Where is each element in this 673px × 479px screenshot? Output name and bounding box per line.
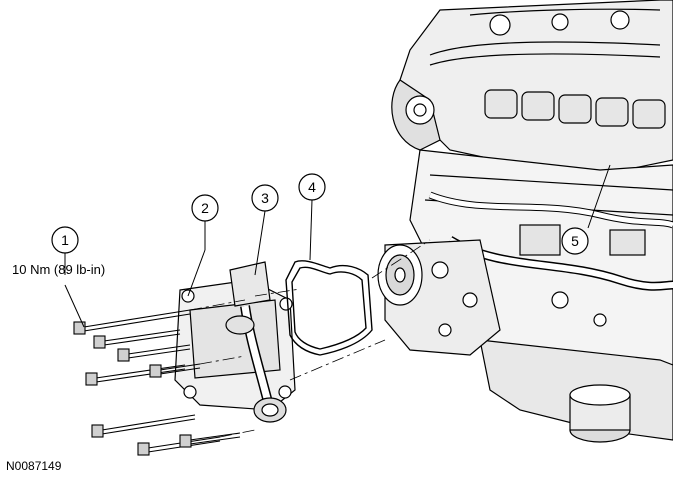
torque-spec-label: 10 Nm (89 lb-in)	[12, 262, 105, 277]
engine-assembly	[391, 0, 673, 443]
bolts	[73, 309, 241, 456]
bolt	[73, 309, 191, 335]
alignment-lines	[189, 239, 431, 438]
ac-compressor	[377, 239, 501, 356]
bolt	[179, 432, 241, 448]
callouts: 1 10 Nm (89 lb-in) 2 3 4 5	[12, 164, 611, 328]
callout-2-label: 2	[201, 200, 209, 216]
callout-5: 5	[561, 164, 611, 255]
callout-2: 2	[187, 194, 219, 297]
bolt	[117, 344, 191, 362]
figure-id: N0087149	[6, 459, 62, 473]
bolt	[85, 364, 186, 386]
bolt	[137, 436, 221, 456]
callout-5-label: 5	[571, 233, 579, 249]
gasket	[285, 260, 373, 356]
callout-4-label: 4	[308, 179, 316, 195]
callout-1-label: 1	[61, 232, 69, 248]
intake-runners	[484, 89, 666, 129]
bolt	[93, 329, 181, 349]
callout-3-label: 3	[261, 190, 269, 206]
callout-1: 1	[51, 226, 85, 328]
coolant-tube-assembly	[225, 261, 287, 423]
bolt	[149, 363, 201, 378]
callout-3: 3	[251, 184, 279, 276]
callout-4: 4	[298, 173, 326, 261]
bolt	[91, 414, 196, 438]
